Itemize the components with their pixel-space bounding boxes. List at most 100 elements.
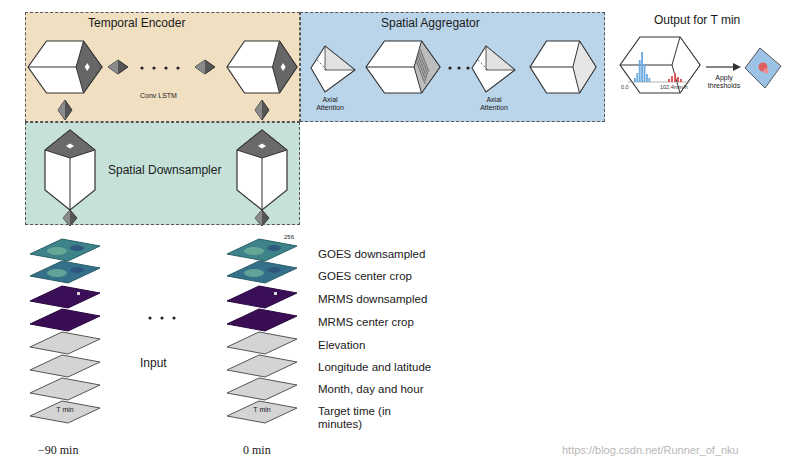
input-layer: [30, 239, 100, 261]
group-title: Input: [140, 357, 167, 371]
ellipsis-dot: [160, 316, 163, 319]
crop-marker: [274, 292, 277, 295]
crop-marker: [77, 292, 80, 295]
axis-value: 102.4mm/h: [660, 84, 688, 90]
cloud-patch: [244, 269, 264, 277]
link-diamond: [195, 60, 215, 74]
histogram-bar: [644, 64, 646, 82]
diamond-shade: [63, 210, 70, 226]
link-diamond: [63, 210, 77, 226]
size-note: 256: [284, 234, 294, 241]
module-panel: Temporal Encoder: [25, 12, 300, 122]
histogram-bar: [648, 78, 650, 82]
arrow-head: [733, 63, 741, 71]
prism-edge: [366, 67, 414, 68]
input-layer: [30, 286, 100, 308]
output-title: Output for T min: [654, 14, 740, 28]
diamond-shape: [63, 210, 77, 226]
histogram-bar: [677, 77, 679, 82]
histogram-bar: [674, 73, 676, 82]
input-layer: [30, 401, 100, 423]
kite-shade: [486, 46, 515, 70]
diamond-shade: [58, 100, 65, 120]
link-diamond: [108, 60, 128, 74]
kite-shape: [472, 46, 515, 92]
panel-title: Temporal Encoder: [88, 16, 185, 30]
input-layer-name: MRMS downsampled: [318, 293, 427, 306]
histogram-bar: [641, 52, 643, 82]
diamond-shape: [255, 100, 269, 120]
prism-face: [237, 130, 287, 158]
prism-edge: [28, 67, 76, 68]
cloud-patch: [267, 267, 281, 273]
module-note: Axial Attention: [308, 96, 352, 112]
panel-fill: [25, 122, 300, 225]
prism-mark: [66, 144, 74, 149]
module-panel: Spatial Aggregator: [300, 12, 605, 122]
diamond-shape: [195, 60, 215, 74]
histogram-bar: [680, 79, 682, 82]
ellipsis-dot: [172, 316, 175, 319]
prism-edge: [620, 65, 672, 66]
axial-attention-symbol: [311, 46, 355, 92]
prism-outline: [366, 41, 440, 93]
diamond-shade: [108, 60, 118, 74]
prism-hatch: [419, 51, 428, 74]
module-panel: Spatial Downsampler: [25, 122, 300, 225]
prism-mark: [85, 63, 90, 71]
ellipsis-dot: [152, 66, 155, 69]
prism-block: [45, 130, 95, 210]
output-spot: [764, 69, 769, 74]
ellipsis-dot: [140, 66, 143, 69]
histogram-bar: [636, 73, 638, 82]
input-layer-name: GOES downsampled: [318, 248, 425, 261]
cloud-patch: [70, 267, 84, 273]
kite-dash: [478, 60, 488, 70]
prism-edge: [262, 158, 263, 210]
input-layer-name: Target time (in minutes): [318, 405, 408, 431]
ellipsis-dot: [448, 66, 451, 69]
prism-block: [28, 41, 102, 93]
cloud-patch: [70, 245, 84, 251]
prism-outline: [227, 41, 297, 93]
input-layer: [227, 261, 297, 283]
histogram-bar: [634, 78, 636, 82]
panel-fill: [25, 12, 300, 122]
input-layer: [30, 355, 100, 377]
time-label: 0 min: [243, 444, 271, 458]
axial-attention-symbol: [472, 46, 515, 92]
cloud-patch: [244, 247, 264, 255]
input-layer: [227, 332, 297, 354]
module-note: Axial Attention: [472, 96, 516, 112]
ellipsis-dot: [164, 66, 167, 69]
prism-block: [237, 130, 287, 210]
axis-value: 0.0: [621, 84, 629, 90]
input-layer: [30, 332, 100, 354]
diamond-shape: [255, 210, 269, 226]
prism-face: [414, 41, 440, 93]
module-note: Conv LSTM: [140, 92, 177, 100]
panel-fills: [25, 12, 605, 225]
input-layer-name: GOES center crop: [318, 270, 412, 283]
step-note: Apply thresholds: [702, 74, 746, 90]
histogram-bar: [668, 79, 670, 82]
arrow-line: [706, 66, 735, 67]
prism-face: [273, 41, 298, 93]
prism-block: [530, 41, 596, 93]
prism-mark: [258, 144, 266, 149]
input-layer: [227, 286, 297, 308]
cloud-patch: [47, 247, 67, 255]
input-layer: [30, 261, 100, 283]
prism-face: [76, 41, 102, 93]
input-layer: [30, 378, 100, 400]
link-diamond: [255, 210, 269, 226]
prism-outline: [28, 41, 102, 93]
prism-face: [573, 41, 596, 93]
prism-hatch: [418, 54, 427, 77]
histogram-bar: [646, 74, 648, 82]
link-diamond: [58, 100, 72, 120]
input-layer: [227, 239, 297, 261]
link-diamond: [255, 100, 269, 120]
diamond-shade: [255, 210, 262, 226]
